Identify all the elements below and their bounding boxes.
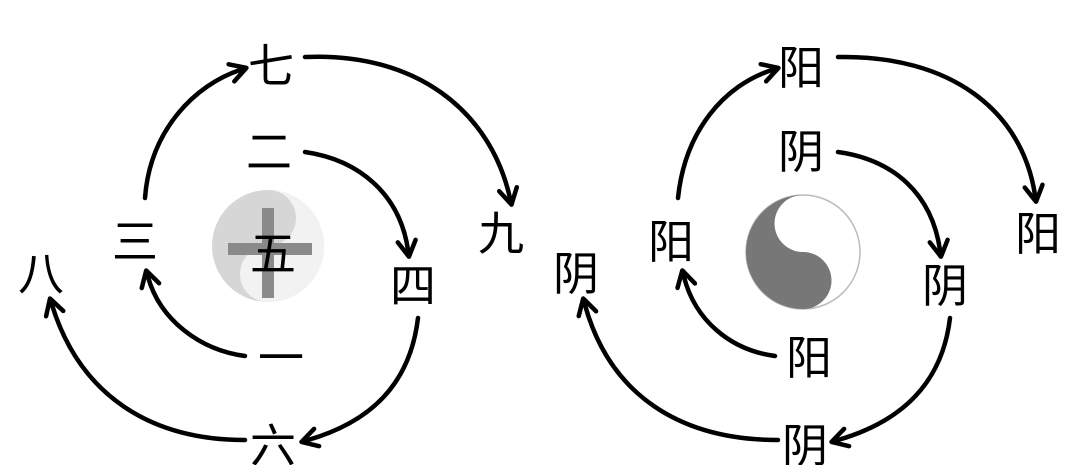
label-nine: 九 [478, 207, 524, 261]
arrow-six-to-eight [43, 296, 248, 443]
arrow-bottom-to-left [576, 296, 781, 443]
yinyang-diagram: 阳 阴 阳 阳 阴 阴 阳 阴 [553, 41, 1061, 465]
arrow-three-to-seven [142, 62, 249, 201]
taiji-icon [745, 194, 861, 310]
label-right-yang: 阳 [1015, 207, 1061, 261]
cross-icon [228, 208, 312, 298]
arrow-two-to-four [302, 149, 418, 259]
label-eight: 八 [18, 247, 64, 301]
label-one: 一 [258, 331, 304, 385]
label-left-yin: 阴 [553, 247, 599, 301]
arrow-top-to-right [835, 54, 1045, 204]
label-six: 六 [250, 419, 296, 465]
label-three: 三 [112, 215, 158, 269]
arrow-one-to-three [139, 268, 248, 359]
arrow-inner-top-to-inner-right [835, 149, 950, 259]
label-inner-bottom-yang: 阳 [786, 331, 832, 385]
label-four: 四 [390, 259, 436, 313]
label-seven: 七 [248, 39, 294, 93]
number-diagram: 五 七 二 九 三 八 四 一 六 [18, 39, 524, 465]
arrow-left-yang-to-top [675, 61, 781, 201]
label-inner-right-yin: 阴 [922, 259, 968, 313]
arrow-four-to-six [299, 315, 421, 449]
label-top-yang: 阳 [778, 41, 824, 95]
arrow-inner-right-to-bottom [829, 315, 953, 449]
arrow-inner-bottom-to-inner-left [675, 268, 778, 359]
label-two: 二 [246, 125, 292, 179]
label-inner-top-yin: 阴 [778, 125, 824, 179]
label-five: 五 [250, 227, 296, 281]
label-bottom-yin: 阴 [782, 419, 828, 465]
arrow-seven-to-nine [302, 54, 520, 207]
label-inner-left-yang: 阳 [648, 215, 694, 269]
